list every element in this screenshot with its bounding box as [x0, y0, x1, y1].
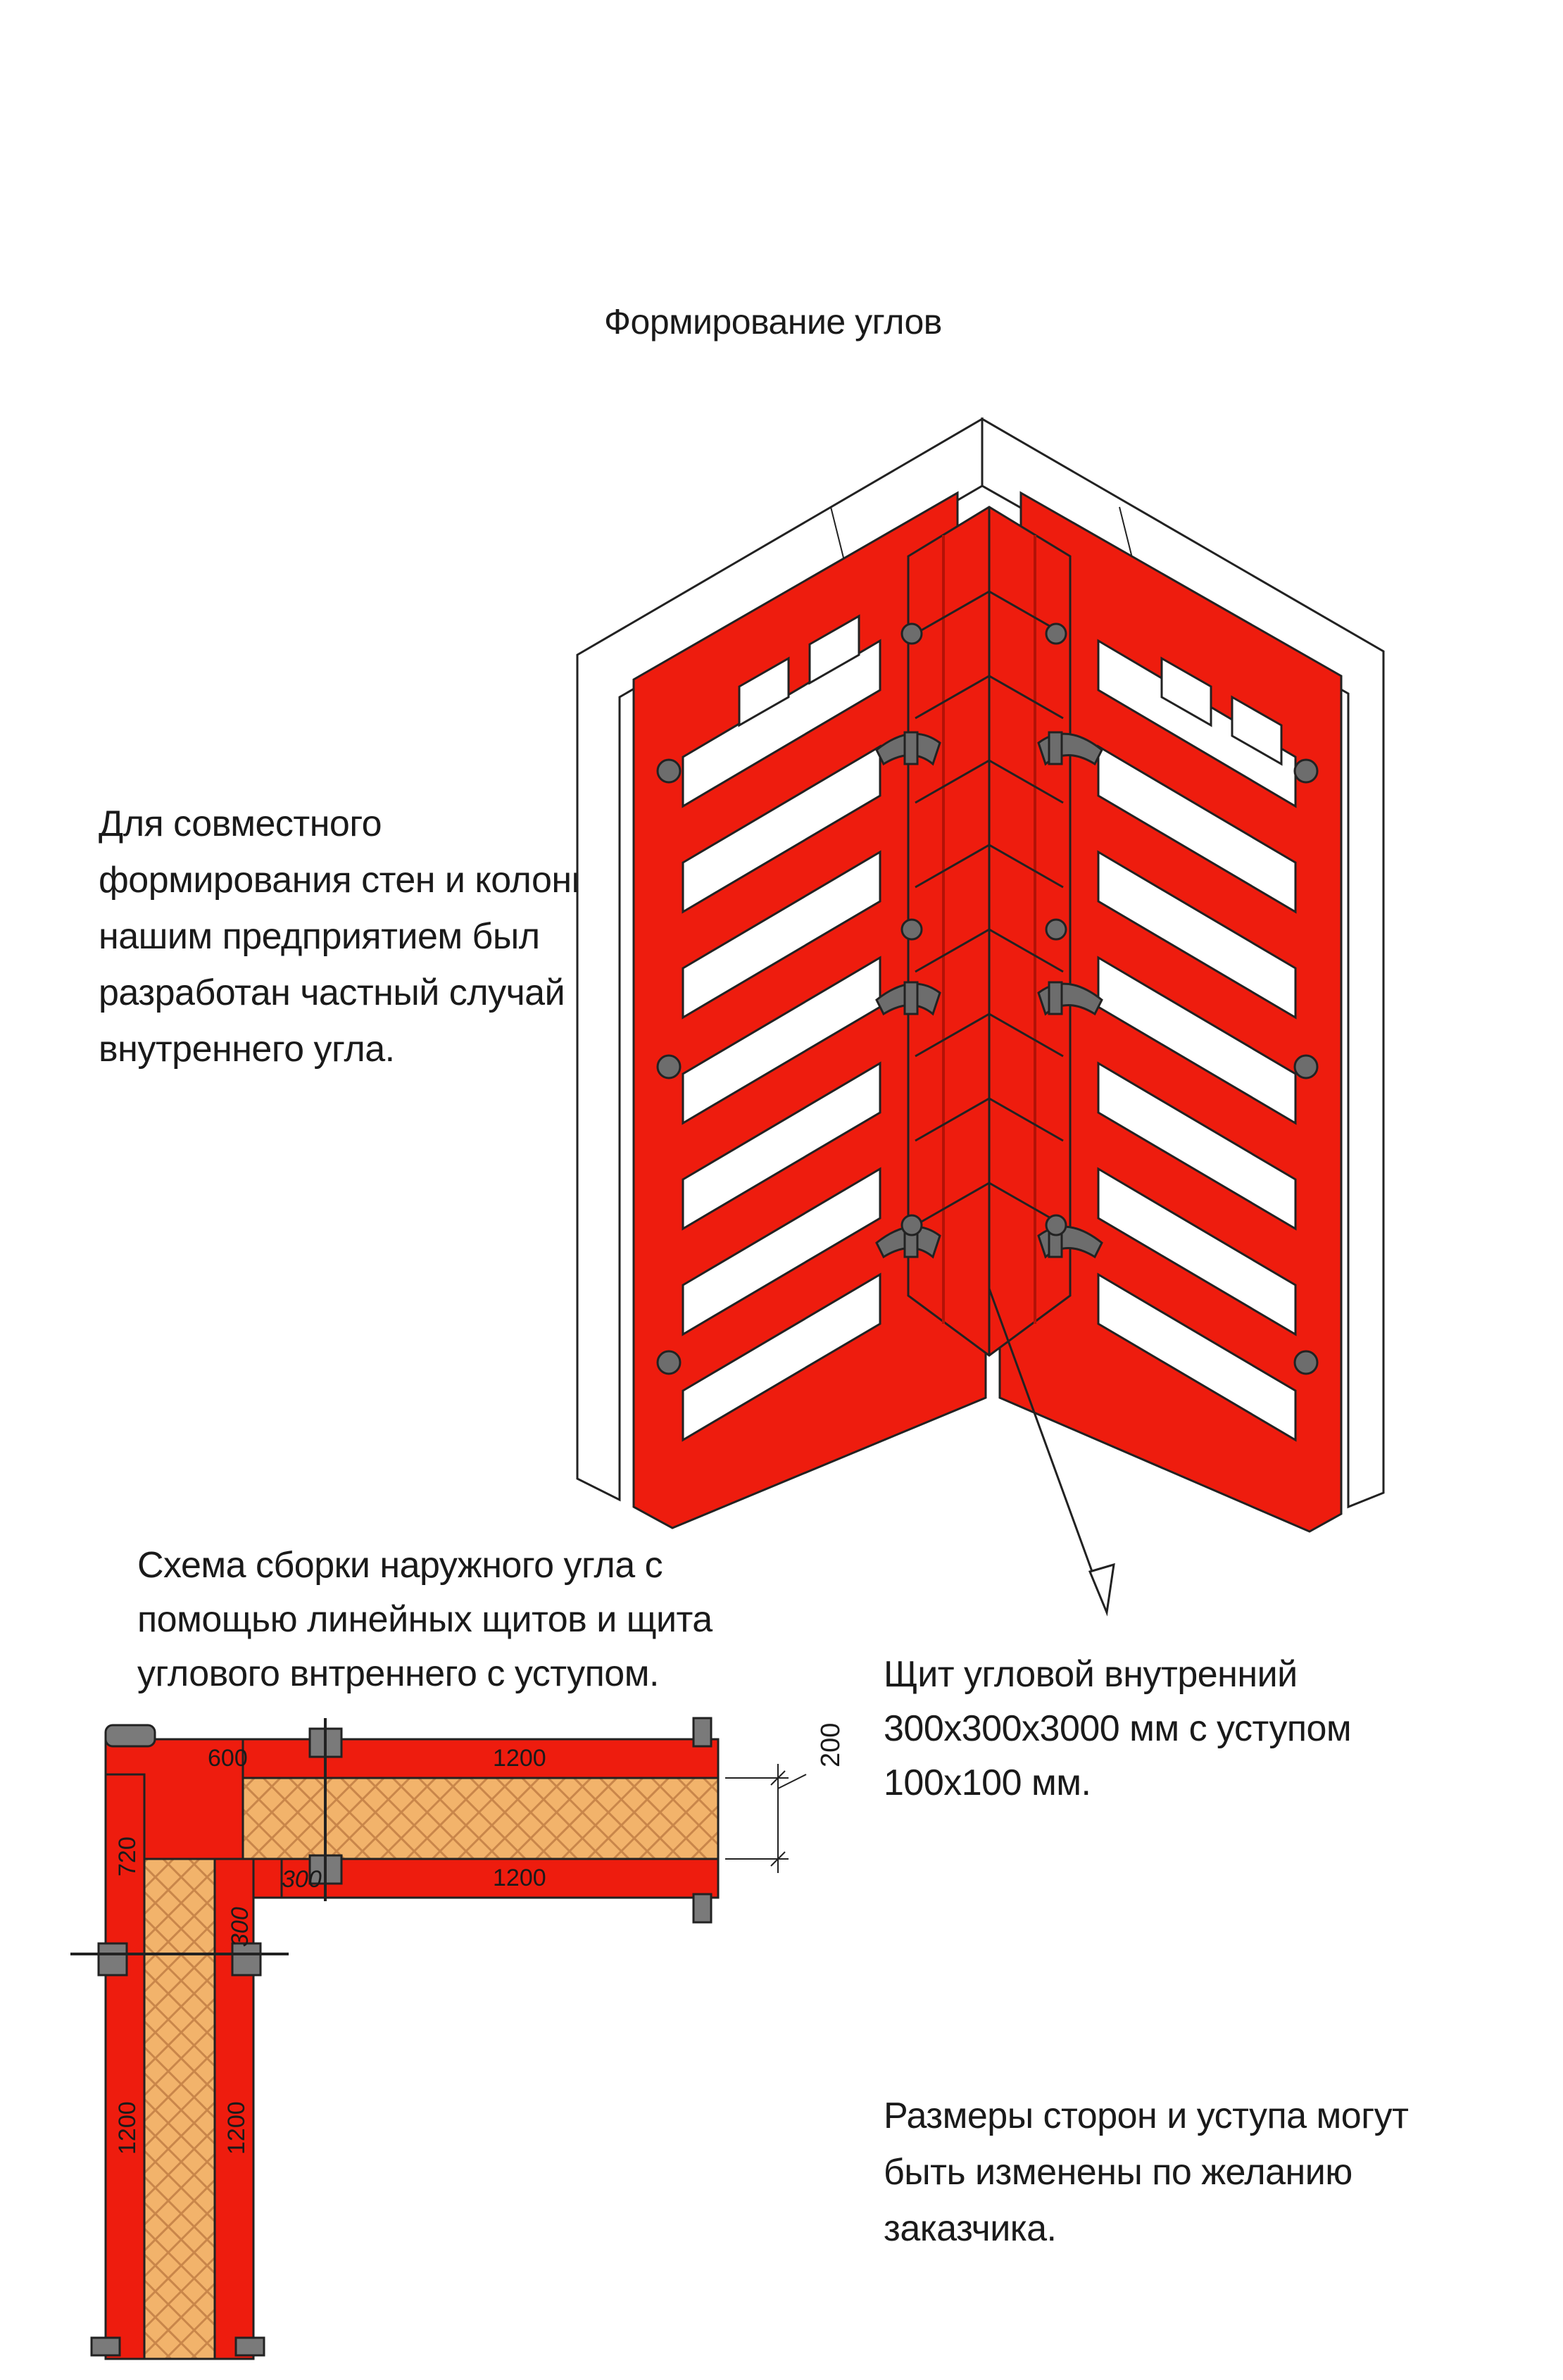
plan-clamps [90, 1717, 713, 2357]
clamp-icon [900, 1214, 923, 1236]
clamp-icon [656, 758, 682, 784]
dim-1200-right: 1200 [223, 2101, 250, 2155]
intro-line: формирования стен и колонн [99, 860, 591, 901]
note-line: быть изменены по желанию [884, 2152, 1352, 2193]
isometric-corner-view [576, 417, 1385, 1617]
plan-view-diagram: 600 1200 1200 200 720 300 300 1200 1200 [70, 1717, 846, 2360]
dim-300-h: 300 [282, 1866, 322, 1893]
scheme-caption: Схема сборки наружного угла с помощью ли… [137, 1539, 713, 1701]
dim-300-v: 300 [227, 1907, 253, 1947]
callout-arrow [988, 1288, 1103, 1599]
clamp-icon [1037, 981, 1103, 1016]
clamp-icon [90, 2336, 121, 2357]
clamp-icon [1037, 731, 1103, 766]
clamp-icon [97, 1942, 128, 1977]
plywood-left [143, 1858, 216, 2360]
dim-720: 720 [114, 1836, 141, 1877]
page-title: Формирование углов [604, 302, 942, 342]
clamp-icon [656, 1350, 682, 1375]
intro-line: внутреннего угла. [99, 1029, 395, 1070]
dim-1200-mid: 1200 [493, 1865, 546, 1891]
panel-callout-text: Щит угловой внутренний 300x300x3000 мм с… [884, 1648, 1352, 1810]
clamp-icon [656, 1054, 682, 1079]
dim-1200-left: 1200 [114, 2101, 141, 2155]
inner-linear-panel [280, 1858, 720, 1899]
clamp-icon [231, 1942, 262, 1977]
clamp-icon [900, 622, 923, 645]
intro-line: разработан частный случай [99, 972, 565, 1013]
customization-note: Размеры сторон и уступа могут быть измен… [884, 2088, 1409, 2257]
scheme-line: углового внтреннего с уступом. [137, 1653, 659, 1694]
concrete-wall-right [981, 417, 1385, 1509]
panel-line: 300x300x3000 мм с уступом [884, 1708, 1352, 1749]
dim-1200-top: 1200 [493, 1745, 546, 1772]
intro-line: Для совместного [99, 803, 382, 844]
note-line: Размеры сторон и уступа могут [884, 2096, 1409, 2136]
clamp-icon [875, 731, 941, 766]
clamp-icon [875, 981, 941, 1016]
clamp-icon [692, 1717, 713, 1748]
callout-arrowhead [1088, 1562, 1115, 1617]
clamp-icon [1045, 1214, 1067, 1236]
right-panel-ribs [1097, 639, 1297, 1442]
clamp-icon [1045, 622, 1067, 645]
left-panel-ribs [682, 614, 881, 1442]
clamp-icon [104, 1724, 156, 1748]
intro-text: Для совместного формирования стен и коло… [99, 796, 591, 1077]
left-inner-panel [213, 1858, 255, 2360]
clamp-icon [1293, 1054, 1319, 1079]
note-line: заказчика. [884, 2208, 1057, 2249]
intro-line: нашим предприятием был [99, 916, 540, 957]
plywood-top [241, 1777, 720, 1860]
clamp-icon [1045, 918, 1067, 941]
corner-panel-chevrons [915, 590, 1064, 1227]
scheme-line: помощью линейных щитов и щита [137, 1599, 713, 1640]
scheme-line: Схема сборки наружного угла с [137, 1545, 663, 1586]
wedge-clamps [656, 622, 1319, 1375]
dim-200: 200 [816, 1723, 846, 1767]
clamp-icon [1293, 758, 1319, 784]
clamp-icon [1293, 1350, 1319, 1375]
clamp-icon [875, 1224, 941, 1259]
panel-line: 100x100 мм. [884, 1762, 1091, 1803]
dim-600: 600 [208, 1745, 248, 1772]
clamp-icon [234, 2336, 265, 2357]
dimension-200 [725, 1764, 807, 1873]
clamp-icon [692, 1893, 713, 1924]
panel-line: Щит угловой внутренний [884, 1654, 1298, 1695]
clamp-icon [900, 918, 923, 941]
